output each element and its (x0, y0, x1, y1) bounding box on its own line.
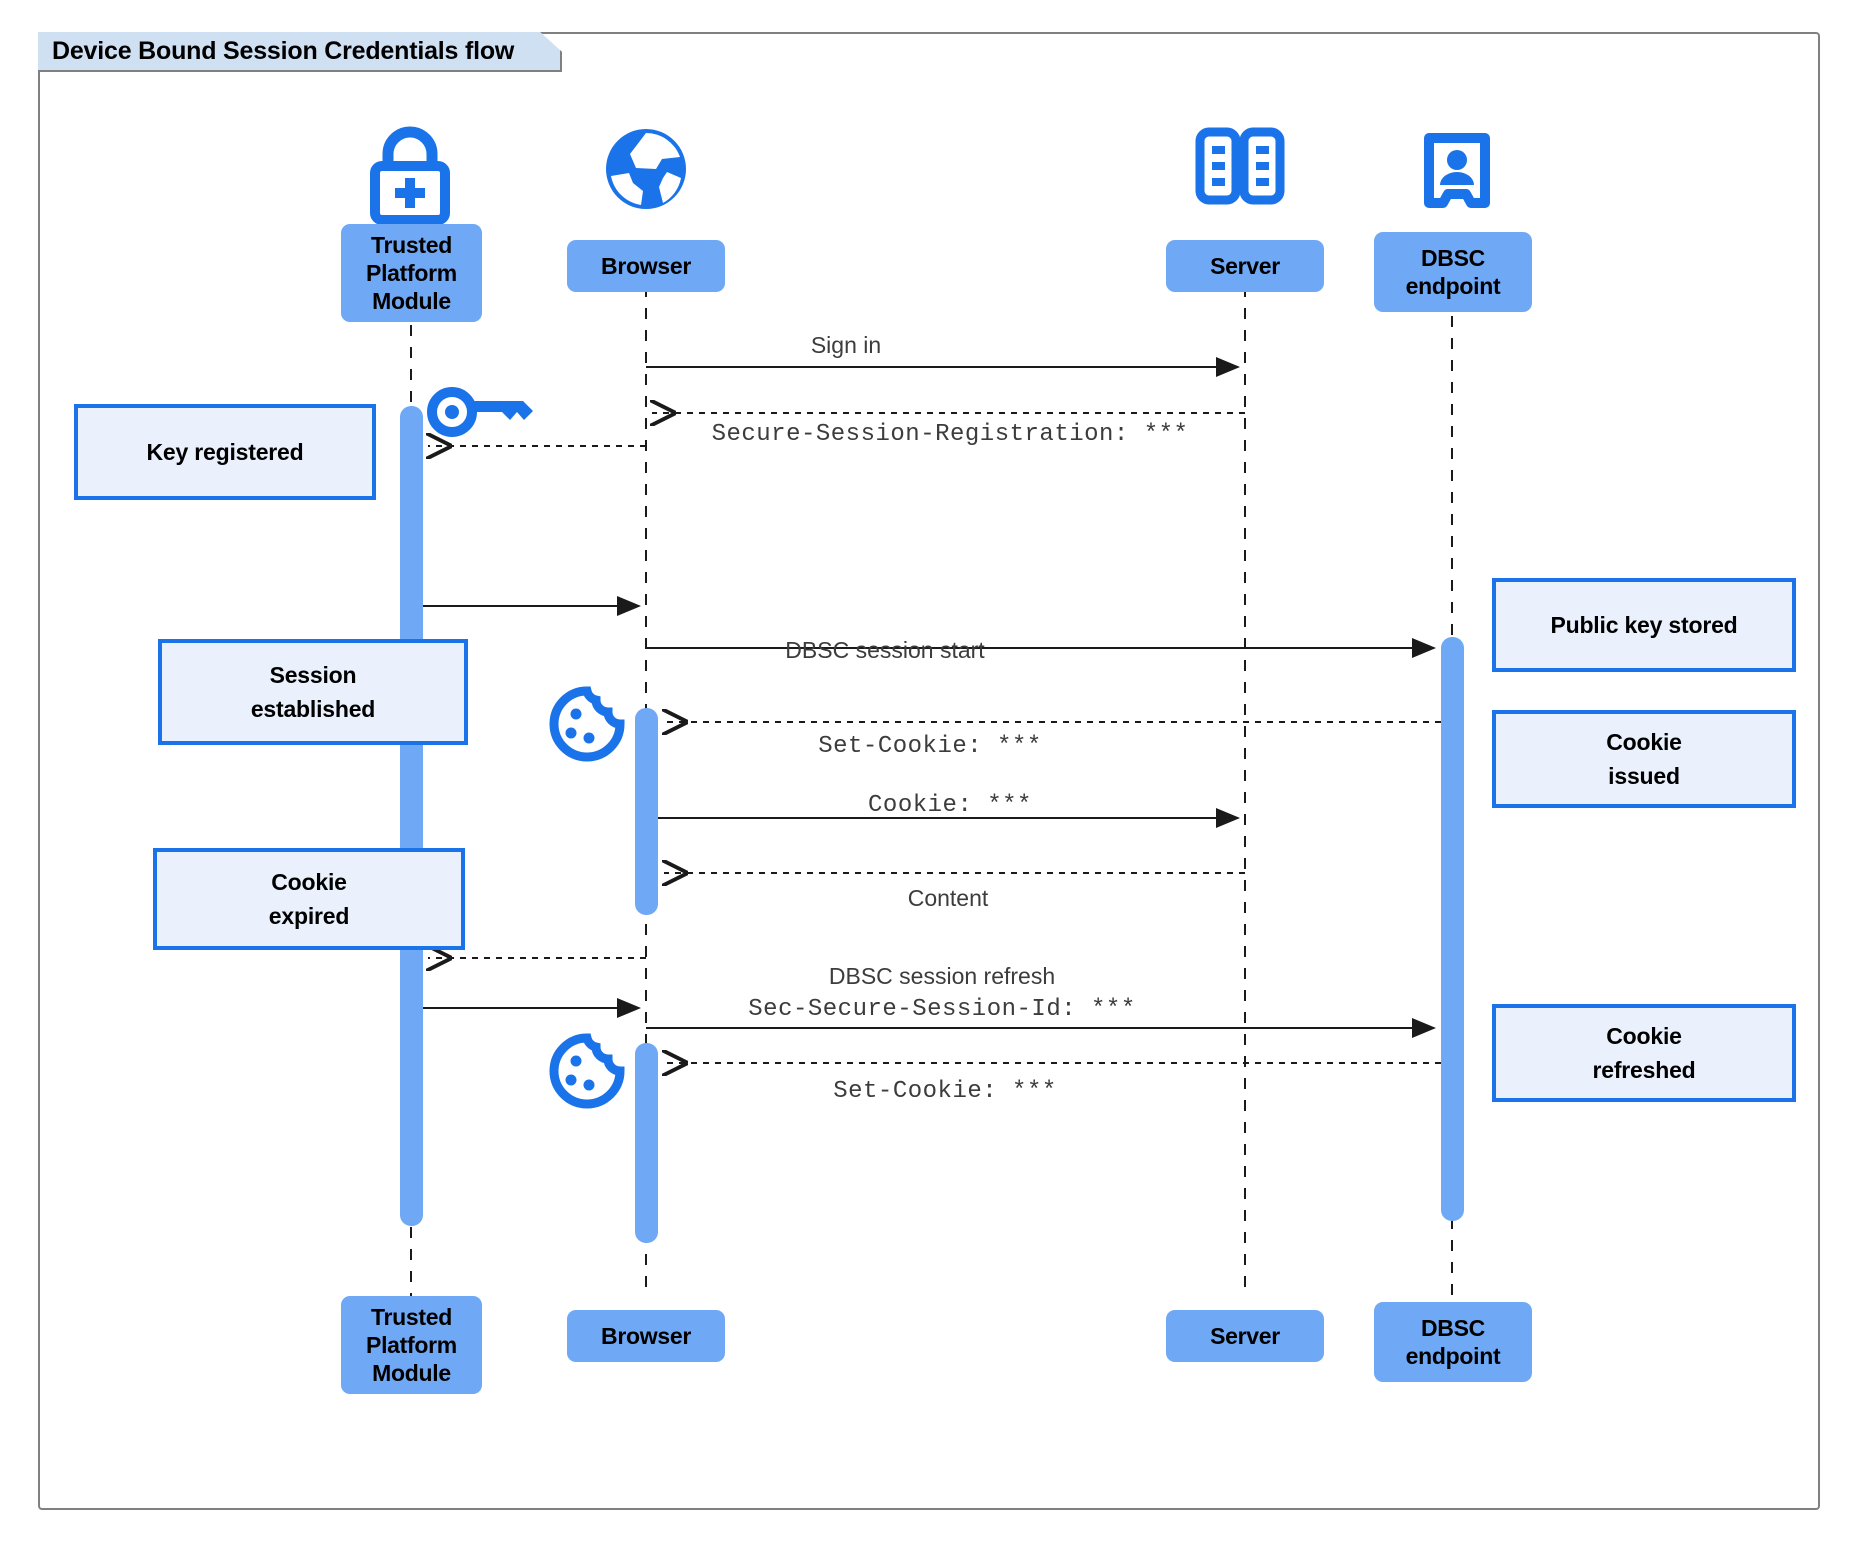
message-label-set-cookie-1: Set-Cookie: *** (818, 733, 1042, 760)
note-session-established: Session established (158, 639, 468, 745)
message-label-cookie: Cookie: *** (868, 792, 1032, 819)
message-label-content: Content (907, 885, 989, 911)
participant-footer-dbsc[interactable]: DBSC endpoint (1374, 1302, 1532, 1382)
note-public-key-stored-text: Public key stored (1550, 611, 1738, 638)
participant-header-dbsc[interactable]: DBSC endpoint (1374, 232, 1532, 312)
note-cookie-refreshed-text: Cookie refreshed (1592, 1022, 1696, 1084)
participant-footer-browser[interactable]: Browser (567, 1310, 725, 1362)
note-cookie-expired-text: Cookie expired (268, 868, 350, 930)
message-label-sec-secure-session-id: Sec-Secure-Session-Id: *** (748, 996, 1136, 1023)
participant-label-dbsc: DBSC endpoint (1405, 244, 1501, 299)
participant-label-browser: Browser (601, 252, 691, 279)
participant-footer-tpm[interactable]: Trusted Platform Module (341, 1296, 482, 1394)
participant-label-server: Server (1210, 252, 1280, 279)
message-label-dbsc-session-refresh: DBSC session refresh (828, 963, 1056, 989)
note-cookie-refreshed: Cookie refreshed (1492, 1004, 1796, 1102)
participant-footer-label-server: Server (1210, 1322, 1280, 1349)
participant-footer-label-tpm: Trusted Platform Module (366, 1303, 457, 1387)
note-key-registered: Key registered (74, 404, 376, 500)
note-cookie-issued-text: Cookie issued (1606, 728, 1682, 790)
participant-header-browser[interactable]: Browser (567, 240, 725, 292)
diagram-title-tab: Device Bound Session Credentials flow (38, 32, 562, 72)
participant-header-tpm[interactable]: Trusted Platform Module (341, 224, 482, 322)
participant-header-server[interactable]: Server (1166, 240, 1324, 292)
message-label-secure-session-registration: Secure-Session-Registration: *** (711, 421, 1189, 448)
diagram-title: Device Bound Session Credentials flow (52, 36, 515, 65)
note-session-established-text: Session established (250, 661, 376, 723)
participant-label-tpm: Trusted Platform Module (366, 231, 457, 315)
note-cookie-issued: Cookie issued (1492, 710, 1796, 808)
participant-footer-label-browser: Browser (601, 1322, 691, 1349)
note-public-key-stored: Public key stored (1492, 578, 1796, 672)
participant-footer-server[interactable]: Server (1166, 1310, 1324, 1362)
message-label-set-cookie-2: Set-Cookie: *** (833, 1078, 1057, 1105)
note-cookie-expired: Cookie expired (153, 848, 465, 950)
note-key-registered-text: Key registered (146, 438, 304, 465)
message-label-dbsc-session-start: DBSC session start (785, 637, 985, 663)
message-label-sign-in: Sign in (810, 332, 882, 358)
participant-footer-label-dbsc: DBSC endpoint (1405, 1314, 1501, 1369)
